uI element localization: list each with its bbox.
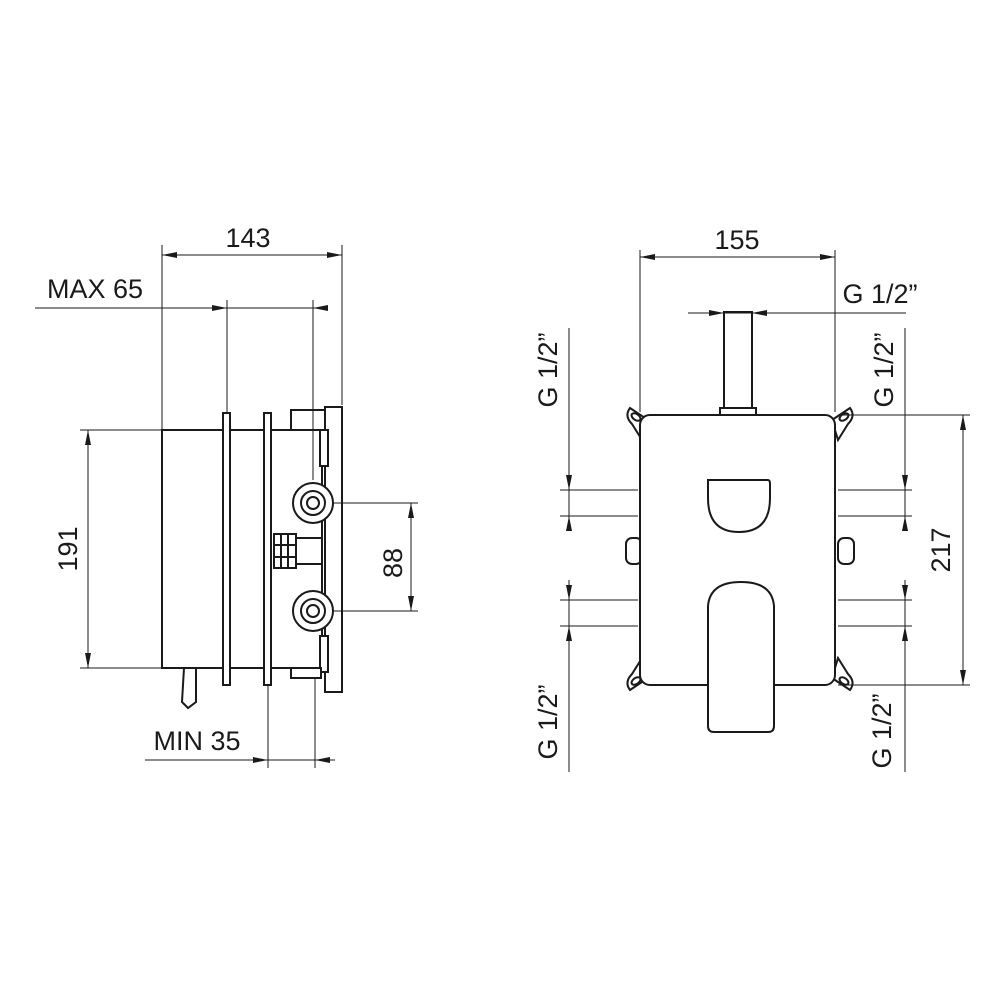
front-mounting-tab-top-right (830, 406, 854, 443)
front-side-clip-right (837, 537, 855, 565)
side-view: 143 MAX 65 191 88 (35, 223, 418, 768)
front-mounting-tab-bottom-right (830, 655, 854, 692)
front-view: 155 G 1/2” G 1/2” G 1/2” (533, 225, 970, 772)
side-lower-outlet (292, 590, 334, 632)
front-left-connection-lines (560, 328, 638, 772)
dim-outlet-spacing: 88 (333, 502, 418, 612)
dim-max-depth-label: MAX 65 (47, 274, 143, 304)
dim-width: 155 (639, 225, 836, 412)
dim-min-depth: MIN 35 (145, 678, 335, 768)
side-guard-plate-left (222, 412, 231, 686)
dim-front-height: 217 (838, 414, 970, 686)
side-bottom-cap (290, 667, 322, 679)
front-lever-handle (707, 580, 775, 733)
dim-height-label: 191 (53, 526, 83, 571)
side-guard-plate-right (263, 412, 272, 686)
side-flange-lip-top (319, 429, 329, 467)
dim-outlet-spacing-label: 88 (378, 548, 408, 578)
dim-height: 191 (53, 429, 162, 669)
dim-right-lower-connection-label: G 1/2” (867, 693, 897, 768)
side-cartridge (273, 533, 323, 569)
dim-left-upper-connection-label: G 1/2” (533, 332, 563, 407)
front-diverter-knob (707, 479, 771, 534)
dim-max-depth: MAX 65 (35, 274, 328, 480)
side-flange-lip-bottom (319, 635, 329, 673)
dim-left-lower-connection-label: G 1/2” (533, 684, 563, 759)
side-upper-outlet (292, 482, 334, 524)
dim-total-depth-label: 143 (225, 223, 270, 253)
side-bottom-pipe (180, 667, 197, 710)
front-right-connection-lines (838, 328, 912, 772)
dim-top-connection-label: G 1/2” (842, 279, 917, 309)
dim-total-depth: 143 (161, 223, 343, 430)
dim-min-depth-label: MIN 35 (153, 726, 240, 756)
dim-top-connection: G 1/2” (688, 279, 918, 316)
front-top-pipe (723, 311, 753, 417)
side-top-cap (290, 409, 328, 431)
dim-right-upper-connection-label: G 1/2” (869, 332, 899, 407)
dim-width-label: 155 (714, 225, 759, 255)
dim-front-height-label: 217 (926, 527, 956, 572)
